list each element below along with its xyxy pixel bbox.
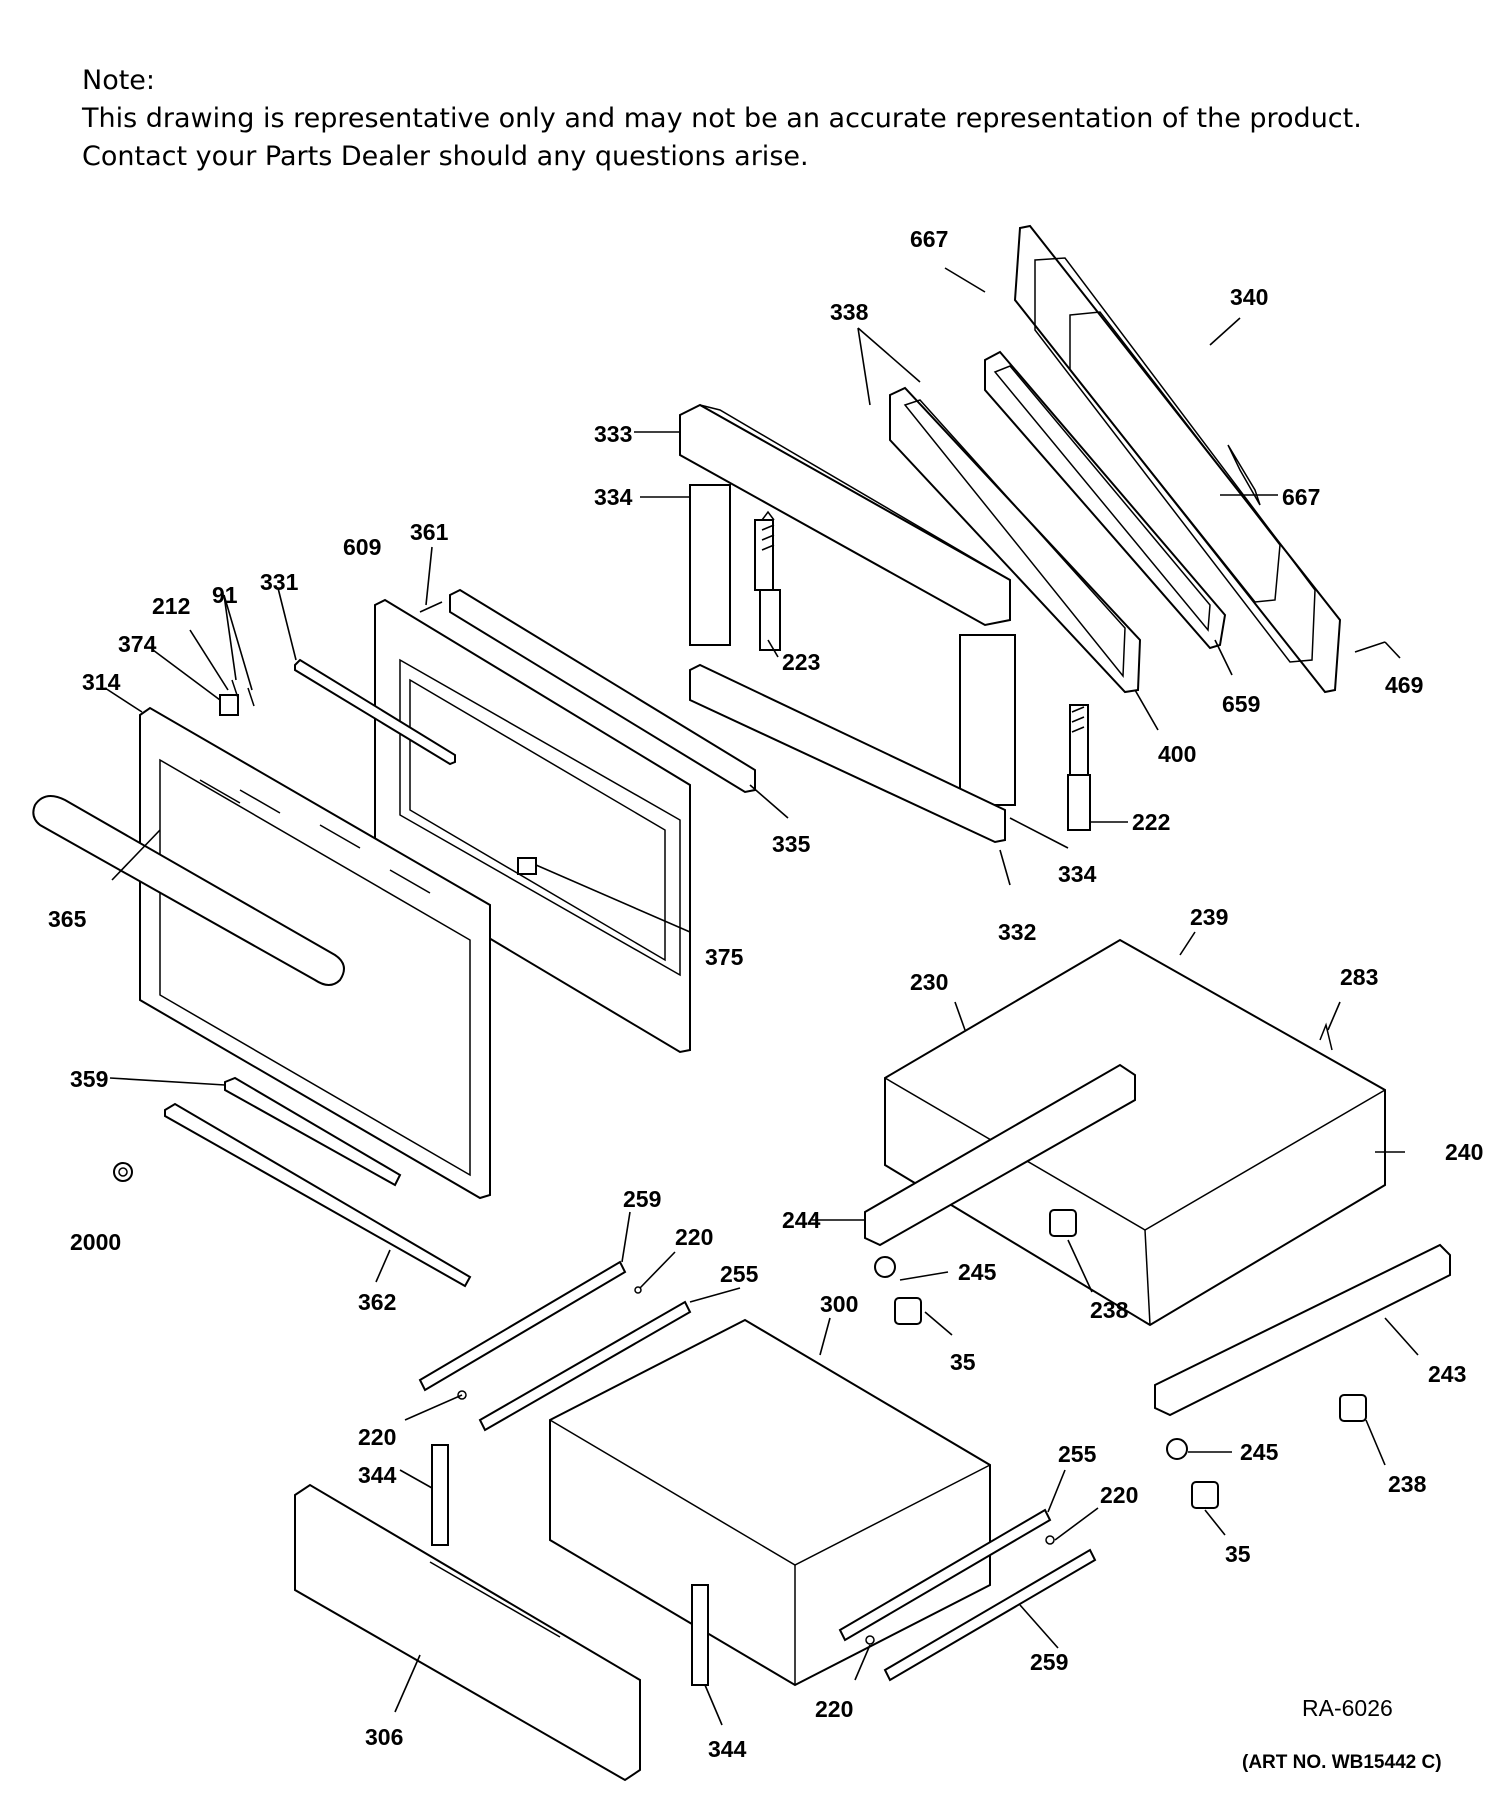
brackets-344 — [431, 1444, 709, 1686]
insulation-bottom-332 — [689, 663, 1006, 844]
callout-340: 340 — [1230, 284, 1268, 310]
art-number: (ART NO. WB15442 C) — [1242, 1752, 1442, 1773]
callout-2000: 2000 — [70, 1229, 121, 1255]
callout-259-top: 259 — [623, 1186, 661, 1212]
note-line-1: This drawing is representative only and … — [82, 103, 1362, 134]
drawer-front-306 — [294, 1483, 641, 1782]
rail-243 — [1154, 1243, 1451, 1417]
callout-labels: 667 340 338 333 334 667 223 361 609 212 … — [48, 226, 1483, 1762]
callout-332: 332 — [998, 919, 1036, 945]
callout-245-b: 245 — [1240, 1439, 1279, 1465]
callout-314: 314 — [82, 669, 121, 695]
small-parts-374-212-91 — [219, 679, 255, 716]
callout-238-b: 238 — [1388, 1471, 1427, 1497]
callout-306: 306 — [365, 1724, 403, 1750]
callout-335: 335 — [772, 831, 811, 857]
callout-239: 239 — [1190, 904, 1228, 930]
callout-259-bottom: 259 — [1030, 1649, 1068, 1675]
callout-220-a: 220 — [675, 1224, 713, 1250]
callout-338: 338 — [830, 299, 869, 325]
callout-365: 365 — [48, 906, 87, 932]
callout-283: 283 — [1340, 964, 1378, 990]
screw-469 — [1354, 641, 1386, 653]
callout-220-c: 220 — [1100, 1482, 1138, 1508]
callout-238-a: 238 — [1090, 1297, 1129, 1323]
callout-361: 361 — [410, 519, 449, 545]
drawing-ref: RA-6026 — [1302, 1695, 1393, 1721]
callout-244: 244 — [782, 1207, 821, 1233]
callout-359: 359 — [70, 1066, 108, 1092]
frame-239 — [884, 938, 1386, 1327]
callout-91: 91 — [212, 582, 238, 608]
callout-255-top: 255 — [720, 1261, 759, 1287]
callout-220-d: 220 — [815, 1696, 853, 1722]
callout-35-a: 35 — [950, 1349, 976, 1375]
callout-609: 609 — [343, 534, 381, 560]
clips-220 — [457, 1286, 1055, 1645]
callout-362: 362 — [358, 1289, 396, 1315]
callout-667-top: 667 — [910, 226, 948, 252]
vent-359 — [224, 1076, 402, 1187]
callout-35-b: 35 — [1225, 1541, 1251, 1567]
outer-door-panel-340 — [1013, 224, 1342, 694]
handle-365 — [32, 795, 345, 986]
callout-334-bottom: 334 — [1058, 861, 1097, 887]
rail-244 — [864, 1063, 1136, 1247]
bracket-375 — [517, 857, 537, 875]
callout-212: 212 — [152, 593, 190, 619]
callout-333: 333 — [594, 421, 632, 447]
callout-667-right: 667 — [1282, 484, 1320, 510]
note-line-2: Contact your Parts Dealer should any que… — [82, 141, 809, 172]
drawer-slides-259-255 — [418, 1260, 1097, 1682]
drawer-300 — [549, 1318, 991, 1687]
insulation-side-334 — [689, 484, 1016, 806]
callout-469: 469 — [1385, 672, 1423, 698]
inner-glass-400 — [889, 386, 1142, 694]
callout-400: 400 — [1158, 741, 1196, 767]
part-2000 — [113, 1162, 133, 1182]
callout-222: 222 — [1132, 809, 1170, 835]
callout-223: 223 — [782, 649, 820, 675]
callout-344-left: 344 — [358, 1462, 397, 1488]
callout-240: 240 — [1445, 1139, 1483, 1165]
callout-375: 375 — [705, 944, 744, 970]
callout-344-bottom: 344 — [708, 1736, 747, 1762]
callout-255-bottom: 255 — [1058, 1441, 1097, 1467]
note-heading: Note: — [82, 65, 156, 96]
callout-331: 331 — [260, 569, 299, 595]
callout-230: 230 — [910, 969, 948, 995]
note-block: Note: This drawing is representative onl… — [82, 62, 1362, 176]
callout-334-top: 334 — [594, 484, 633, 510]
callout-220-b: 220 — [358, 1424, 396, 1450]
callout-300: 300 — [820, 1291, 858, 1317]
hinge-222 — [1067, 704, 1091, 831]
callout-659: 659 — [1222, 691, 1260, 717]
clip-283 — [1319, 1022, 1333, 1051]
trim-331 — [294, 658, 456, 766]
callout-374: 374 — [118, 631, 157, 657]
vent-trim-362 — [164, 1102, 472, 1288]
leader-lines — [104, 267, 1419, 1726]
insulation-333 — [679, 403, 1011, 627]
feet — [874, 1209, 1367, 1509]
callout-245-a: 245 — [958, 1259, 997, 1285]
glass-panel-659 — [984, 350, 1227, 650]
hinge-223 — [754, 510, 781, 651]
screw-361 — [419, 601, 443, 613]
callout-243: 243 — [1428, 1361, 1466, 1387]
